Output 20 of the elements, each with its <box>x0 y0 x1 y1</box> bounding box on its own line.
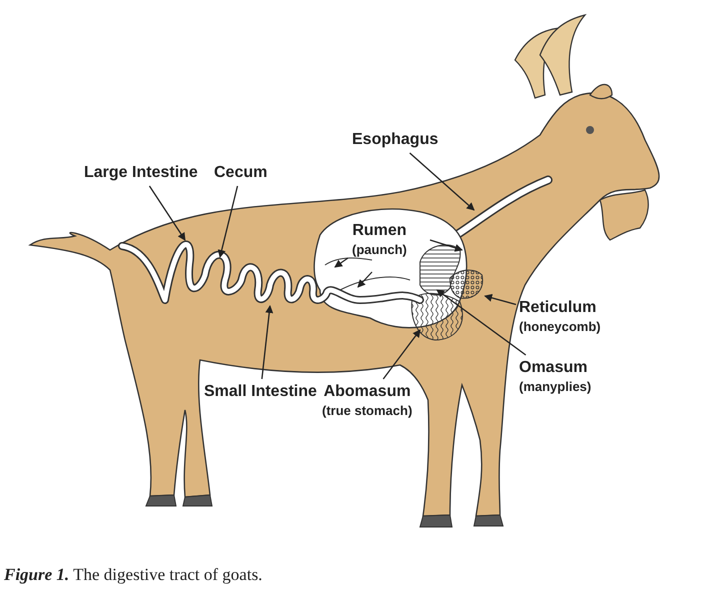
part-label: Abomasum <box>324 382 411 402</box>
leader-arrow <box>382 329 421 380</box>
leader-arrow <box>261 305 274 380</box>
part-label: Rumen <box>352 221 407 241</box>
leader-arrow <box>148 186 186 241</box>
figure-caption: Figure 1. The digestive tract of goats. <box>4 564 262 586</box>
part-label: Omasum <box>519 358 588 378</box>
leader-arrow <box>409 152 475 211</box>
part-label: Reticulum <box>519 298 596 318</box>
leader-arrow <box>218 186 238 258</box>
part-sublabel: (manyplies) <box>519 378 592 395</box>
leader-arrow <box>436 289 526 356</box>
part-sublabel: (honeycomb) <box>519 318 601 335</box>
part-label: Esophagus <box>352 130 438 150</box>
part-sublabel: (paunch) <box>352 241 407 258</box>
part-label: Large Intestine <box>84 163 198 183</box>
part-label: Small Intestine <box>204 382 317 402</box>
part-sublabel: (true stomach) <box>322 402 412 419</box>
leader-arrow <box>484 294 516 306</box>
part-label: Cecum <box>214 163 268 183</box>
